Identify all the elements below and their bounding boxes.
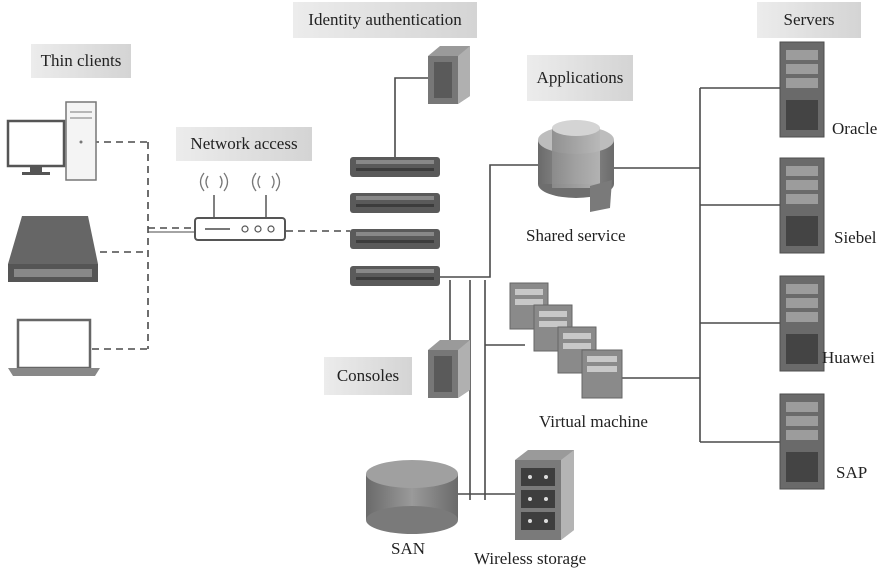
switch-unit [350,193,440,213]
scanner-icon [8,216,98,282]
network-switch-stack [350,157,440,286]
thin-clients-label: Thin clients [31,44,131,78]
server-name-label: Huawei [822,348,875,367]
server-name-label: SAP [836,463,868,482]
server-name-label: Oracle [832,119,878,138]
shared-service-link [440,164,542,278]
identity-authentication-label: Identity authentication [293,2,477,38]
virtual-machine-label: Virtual machine [539,412,648,431]
virtual-machine-stack [509,282,623,399]
thin-client-dashed-links [92,141,350,350]
shared-service-label: Shared service [526,226,626,245]
server-rack-icon [779,275,825,372]
servers-label: Servers [757,2,861,38]
wireless-storage-label: Wireless storage [474,549,587,568]
identity-auth-link [394,77,428,158]
server-rack-icon [779,393,825,490]
identity-auth-server-icon [428,46,470,104]
switch-unit [350,229,440,249]
shared-service-icon [538,120,614,212]
wireless-storage-icon [515,450,574,540]
connection-lines [92,77,780,500]
applications-label: Applications [527,55,633,101]
desktop-computer-icon [6,101,97,181]
server-name-label: Siebel [834,228,877,247]
vm-box [581,349,623,399]
switch-unit [350,266,440,286]
network-access-label: Network access [176,127,312,161]
console-server-icon [428,340,470,398]
switch-unit [350,157,440,177]
server-rack-icon [779,157,825,254]
san-database-icon [366,460,458,534]
laptop-icon [8,318,100,376]
server-rack-icon [779,41,825,138]
san-label: SAN [391,539,426,558]
consoles-label: Consoles [324,357,412,395]
wifi-router-icon [194,172,286,241]
